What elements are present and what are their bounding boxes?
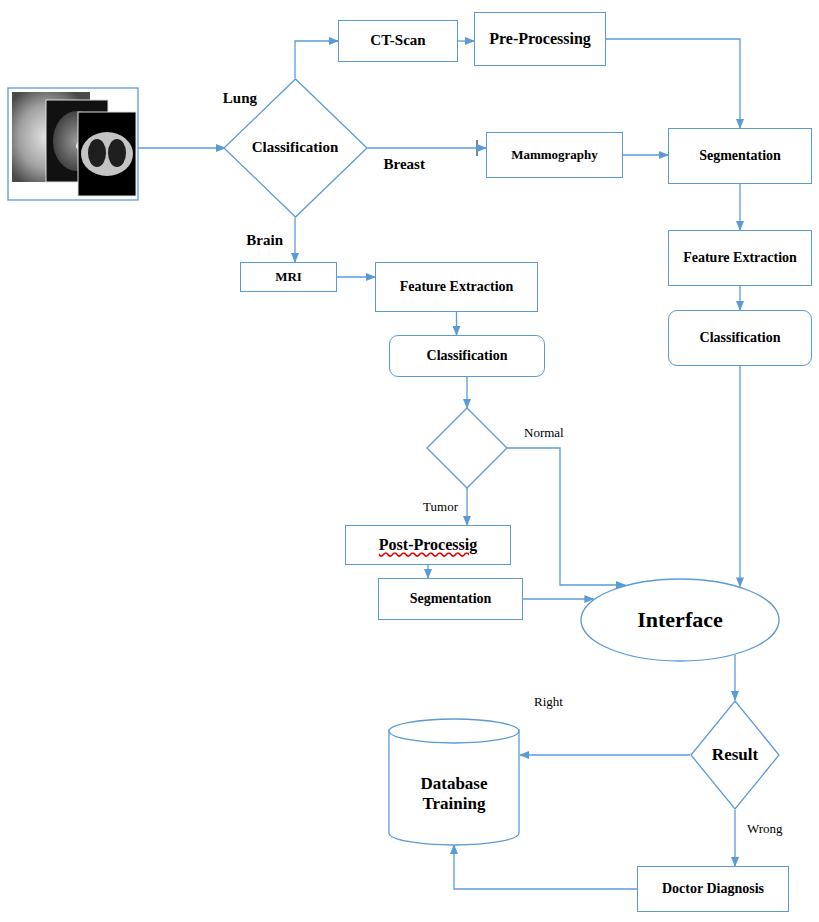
edge-label: Brain bbox=[244, 232, 285, 249]
flow-arrow bbox=[368, 147, 487, 148]
process-box: Post-Processig bbox=[345, 525, 511, 565]
flow-arrow bbox=[606, 39, 740, 128]
node-text: Mammography bbox=[511, 148, 598, 163]
node-text: Doctor Diagnosis bbox=[662, 881, 764, 897]
rounded-box: Classification bbox=[389, 335, 545, 377]
ellipse-outline bbox=[581, 579, 779, 661]
flow-arrow bbox=[456, 312, 457, 335]
process-box: Doctor Diagnosis bbox=[637, 866, 789, 912]
process-box: Feature Extraction bbox=[668, 230, 812, 286]
edge-label: Wrong bbox=[745, 822, 785, 837]
flow-arrow bbox=[507, 448, 625, 585]
decision-diamond: Result bbox=[690, 700, 780, 810]
flow-arrow bbox=[739, 366, 740, 586]
branch-label: Normal bbox=[522, 426, 566, 441]
database-cylinder: Database Training bbox=[388, 718, 520, 846]
edge-label: Breast bbox=[382, 156, 427, 173]
node-text: Classification bbox=[252, 139, 339, 156]
cylinder-body bbox=[389, 730, 519, 845]
input-arrow bbox=[138, 147, 225, 148]
process-box: Segmentation bbox=[378, 578, 523, 620]
ct-image bbox=[78, 112, 136, 196]
node-text: Database Training bbox=[399, 774, 509, 813]
interface-ellipse: Interface bbox=[580, 578, 780, 662]
flow-arrow bbox=[734, 810, 735, 866]
node-text: Feature Extraction bbox=[683, 250, 797, 266]
node-text: Post-Processig bbox=[379, 536, 477, 554]
node-text: Segmentation bbox=[410, 591, 492, 607]
branch-label: Tumor bbox=[421, 500, 460, 515]
flow-arrow bbox=[466, 377, 467, 408]
node-text: Pre-Processing bbox=[489, 30, 591, 48]
node-text: CT-Scan bbox=[370, 32, 425, 49]
rounded-box: Classification bbox=[668, 310, 812, 366]
flow-arrow bbox=[734, 655, 735, 700]
ct-lung bbox=[88, 139, 106, 167]
node-text: Classification bbox=[700, 330, 781, 346]
flow-arrow bbox=[466, 488, 467, 525]
flow-arrow bbox=[739, 286, 740, 310]
node-text: Feature Extraction bbox=[400, 279, 514, 295]
flow-arrow bbox=[523, 598, 593, 599]
flow-arrow bbox=[520, 754, 690, 755]
flow-arrow bbox=[337, 276, 375, 277]
cylinder-top bbox=[389, 719, 519, 743]
flow-arrow bbox=[739, 184, 740, 230]
process-box: Pre-Processing bbox=[474, 12, 606, 66]
process-box: Feature Extraction bbox=[375, 262, 538, 312]
flow-arrow bbox=[623, 154, 668, 155]
node-text: MRI bbox=[275, 270, 302, 285]
node-text: Classification bbox=[427, 348, 508, 364]
ct-body bbox=[81, 132, 133, 176]
edge-label: Right bbox=[532, 695, 565, 710]
flow-arrow bbox=[294, 218, 295, 262]
ct-lung bbox=[108, 139, 126, 167]
node-text: Result bbox=[712, 745, 758, 765]
flow-arrow bbox=[295, 41, 338, 78]
process-box: CT-Scan bbox=[338, 20, 458, 62]
edge-label: Lung bbox=[221, 90, 259, 107]
flow-arrow bbox=[427, 565, 428, 578]
node-text: Segmentation bbox=[699, 148, 781, 164]
diamond-outline bbox=[691, 701, 779, 809]
flow-arrow bbox=[458, 40, 474, 41]
process-box: MRI bbox=[240, 262, 337, 292]
process-box: Mammography bbox=[486, 132, 623, 178]
node-text: Interface bbox=[637, 607, 723, 632]
image-frame bbox=[8, 88, 138, 200]
flow-arrow bbox=[454, 845, 637, 889]
decision-diamond bbox=[427, 408, 507, 488]
process-box: Segmentation bbox=[668, 128, 812, 184]
